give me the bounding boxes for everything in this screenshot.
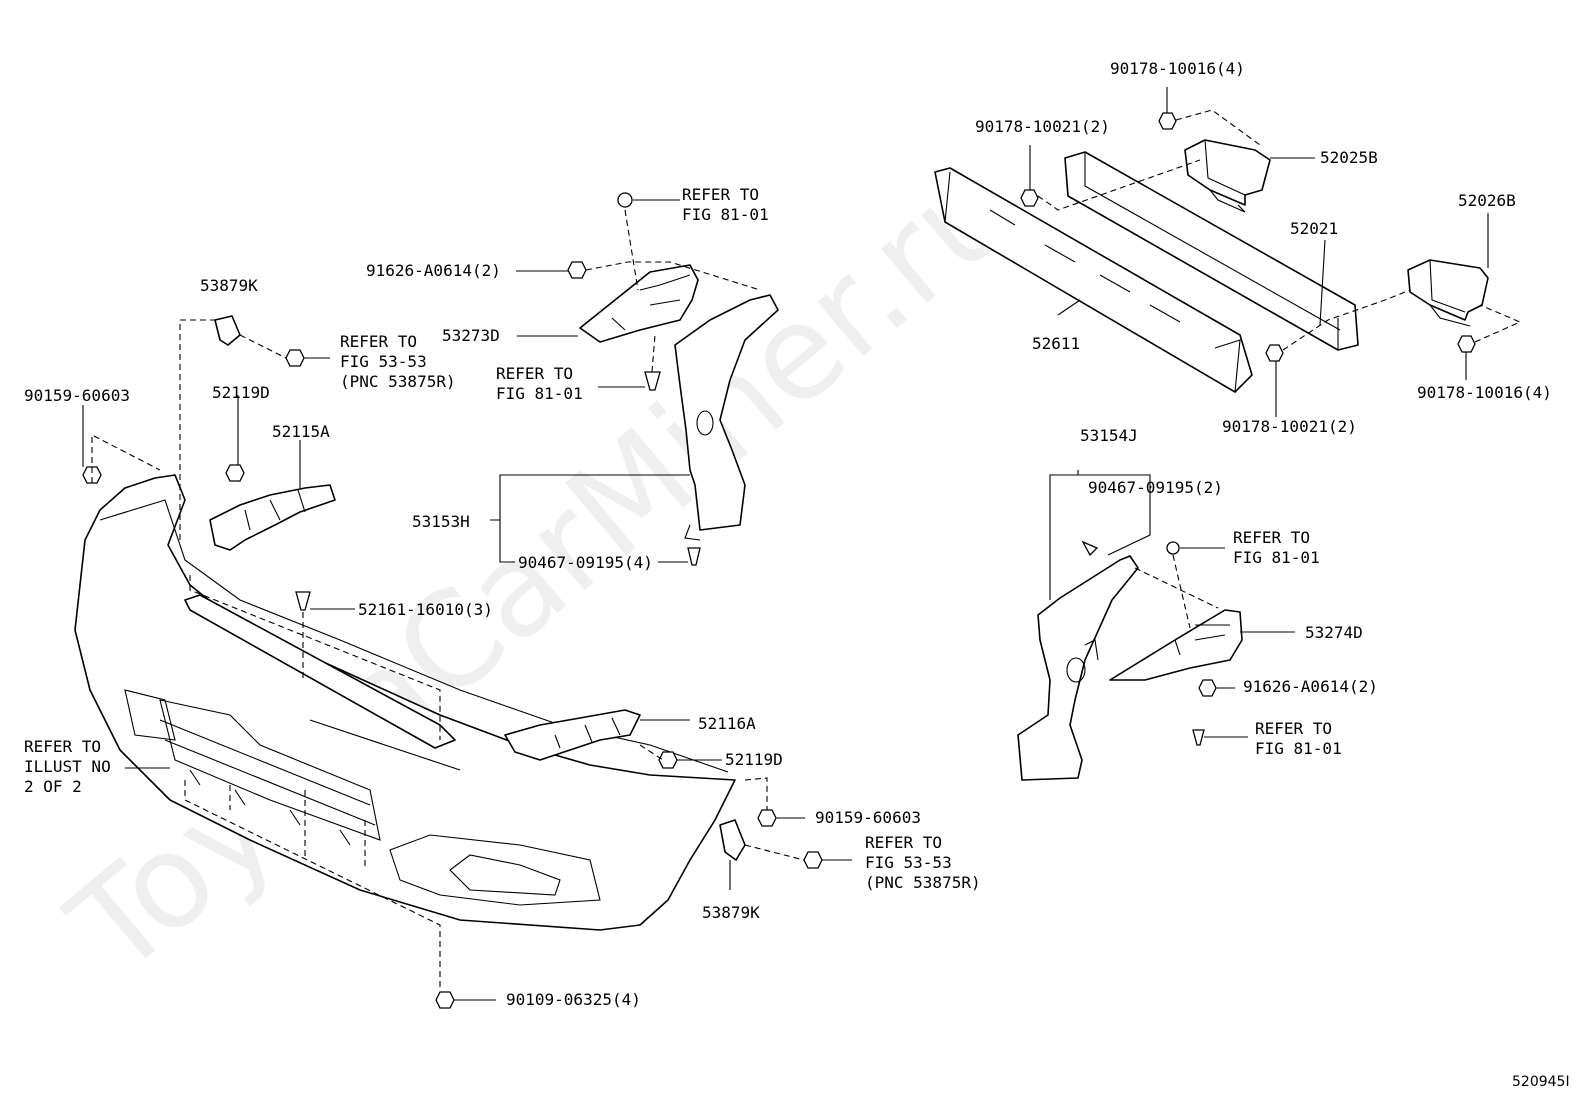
label-90467-09195-left[interactable]: 90467-09195(4) — [518, 553, 653, 572]
nut-90178-10016-right-icon — [1457, 335, 1476, 353]
label-90178-10021-top[interactable]: 90178-10021(2) — [975, 117, 1110, 136]
refer-fig81-a-line1[interactable]: REFER TO — [682, 185, 759, 204]
seal-53153H[interactable] — [674, 294, 779, 541]
nut-refer-53875R-top-icon — [285, 349, 305, 367]
refer-illust-line1[interactable]: REFER TO — [24, 737, 101, 756]
bumper-reinforcement-52021[interactable] — [1064, 151, 1359, 351]
label-53154J[interactable]: 53154J — [1080, 426, 1138, 445]
bumper-arm-52026B[interactable] — [1407, 259, 1489, 327]
label-90467-09195-right[interactable]: 90467-09195(2) — [1088, 478, 1223, 497]
label-90178-10016-right[interactable]: 90178-10016(4) — [1417, 383, 1552, 402]
label-91626-a0614-left[interactable]: 91626-A0614(2) — [366, 261, 501, 280]
front-bumper-cover[interactable] — [74, 474, 736, 931]
label-91626-a0614-right[interactable]: 91626-A0614(2) — [1243, 677, 1378, 696]
label-90159-60603-right[interactable]: 90159-60603 — [815, 808, 921, 827]
label-52116A[interactable]: 52116A — [698, 714, 756, 733]
label-52025B[interactable]: 52025B — [1320, 148, 1378, 167]
label-52119D-top[interactable]: 52119D — [212, 383, 270, 402]
clip-refer-fig-81-c-icon — [1166, 541, 1180, 555]
bracket-53879K-top[interactable] — [214, 315, 241, 346]
bumper-absorber-52611[interactable] — [934, 167, 1253, 393]
bracket-53273D[interactable] — [579, 264, 699, 343]
bolt-91626-a0614-left-icon — [567, 261, 587, 279]
bracket-53879K-bottom[interactable] — [719, 819, 746, 861]
clip-90467-09195-left-icon — [687, 547, 701, 566]
refer-fig81-c-line2[interactable]: FIG 81-01 — [1233, 548, 1320, 567]
bolt-90159-60603-right-icon — [757, 809, 777, 827]
refer-fig81-c-line1[interactable]: REFER TO — [1233, 528, 1310, 547]
refer-illust-line2[interactable]: ILLUST NO — [24, 757, 111, 776]
refer-fig53-bot-line3[interactable]: (PNC 53875R) — [865, 873, 981, 892]
refer-fig53-top-line2[interactable]: FIG 53-53 — [340, 352, 427, 371]
bumper-arm-52025B[interactable] — [1184, 139, 1271, 213]
label-90178-10016-top[interactable]: 90178-10016(4) — [1110, 59, 1245, 78]
seal-53154J[interactable] — [1017, 555, 1139, 781]
refer-fig53-top-line1[interactable]: REFER TO — [340, 332, 417, 351]
bracket-52116A[interactable] — [504, 709, 641, 761]
refer-fig81-a-line2[interactable]: FIG 81-01 — [682, 205, 769, 224]
bolt-91626-a0614-right-icon — [1198, 679, 1217, 697]
clip-90467-09195-right-icon — [1081, 540, 1099, 557]
clip-refer-fig-81-a-icon — [617, 192, 633, 208]
label-90159-60603-left[interactable]: 90159-60603 — [24, 386, 130, 405]
refer-illust-line3[interactable]: 2 OF 2 — [24, 777, 82, 796]
clip-refer-fig-81-d-icon — [1192, 729, 1205, 746]
refer-fig81-b-line2[interactable]: FIG 81-01 — [496, 384, 583, 403]
bolt-52119D-top-icon — [225, 464, 245, 482]
label-52021[interactable]: 52021 — [1290, 219, 1338, 238]
label-90109-06325[interactable]: 90109-06325(4) — [506, 990, 641, 1009]
label-52026B[interactable]: 52026B — [1458, 191, 1516, 210]
clip-refer-fig-81-b-icon — [644, 371, 661, 391]
nut-90178-10016-top-icon — [1158, 112, 1177, 130]
bolt-90159-60603-left-icon — [82, 466, 102, 484]
refer-fig53-bot-line1[interactable]: REFER TO — [865, 833, 942, 852]
refer-fig53-top-line3[interactable]: (PNC 53875R) — [340, 372, 456, 391]
label-90178-10021-bottom[interactable]: 90178-10021(2) — [1222, 417, 1357, 436]
bolt-90109-06325-icon — [435, 991, 455, 1009]
bracket-53274D[interactable] — [1109, 609, 1243, 681]
nut-90178-10021-bottom-icon — [1265, 344, 1284, 362]
label-52115A[interactable]: 52115A — [272, 422, 330, 441]
refer-fig53-bot-line2[interactable]: FIG 53-53 — [865, 853, 952, 872]
refer-fig81-b-line1[interactable]: REFER TO — [496, 364, 573, 383]
upper-retainer-strip[interactable] — [184, 594, 456, 749]
nut-90178-10021-top-icon — [1020, 189, 1039, 207]
label-52119D-bottom[interactable]: 52119D — [725, 750, 783, 769]
label-53879K-top[interactable]: 53879K — [200, 276, 258, 295]
nut-refer-53875R-bottom-icon — [803, 851, 823, 869]
bolt-52119D-bottom-icon — [658, 751, 678, 769]
clip-52161-16010-icon — [295, 591, 311, 611]
figure-id: 520945I — [1512, 1074, 1570, 1090]
label-53273D[interactable]: 53273D — [442, 326, 500, 345]
refer-fig81-d-line1[interactable]: REFER TO — [1255, 719, 1332, 738]
label-52611[interactable]: 52611 — [1032, 334, 1080, 353]
label-53879K-bottom[interactable]: 53879K — [702, 903, 760, 922]
label-52161-16010[interactable]: 52161-16010(3) — [358, 600, 493, 619]
bracket-52115A[interactable] — [209, 484, 336, 551]
refer-fig81-d-line2[interactable]: FIG 81-01 — [1255, 739, 1342, 758]
label-53153H[interactable]: 53153H — [412, 512, 470, 531]
label-53274D[interactable]: 53274D — [1305, 623, 1363, 642]
